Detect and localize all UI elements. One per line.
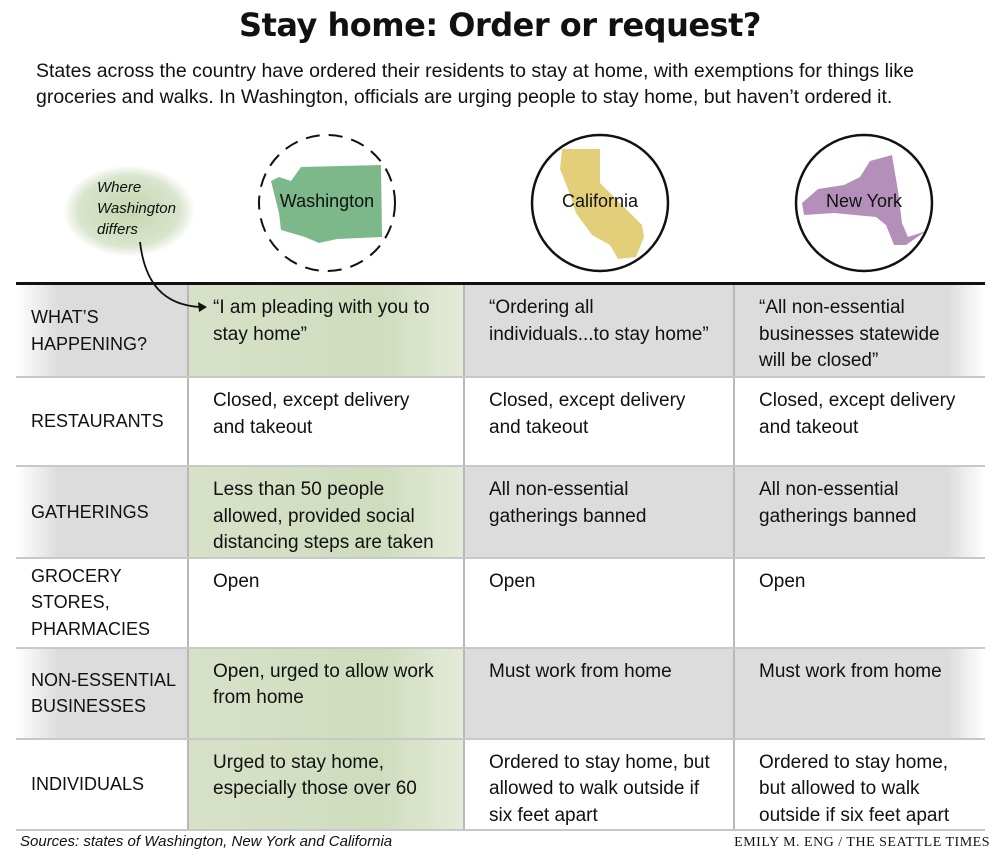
annotation-bubble [64, 166, 194, 256]
row-label: INDIVIDUALS [16, 738, 188, 831]
credit: EMILY M. ENG / THE SEATTLE TIMES [734, 835, 990, 850]
row-label: WHAT’S HAPPENING? [16, 285, 188, 378]
comparison-table: WHAT’S HAPPENING?“I am pleading with you… [16, 285, 985, 831]
sources: Sources: states of Washington, New York … [20, 833, 393, 850]
row-label: RESTAURANTS [16, 377, 188, 467]
new-york-map: New York [794, 133, 934, 273]
table-top-rule [16, 282, 985, 285]
california-cell: All non-essential gatherings banned [463, 466, 734, 559]
intro-text: States across the country have ordered t… [36, 60, 914, 108]
california-cell: “Ordering all individuals...to stay home… [463, 285, 734, 378]
washington-cell: Closed, except delivery and takeout [187, 377, 464, 467]
new-york-cell: “All non-essential businesses statewide … [733, 285, 985, 378]
new-york-cell: Must work from home [733, 647, 985, 740]
state-label-washington: Washington [279, 191, 375, 211]
washington-cell: Less than 50 people allowed, provided so… [187, 466, 464, 559]
washington-cell: Open, urged to allow work from home [187, 647, 464, 740]
california-cell: Closed, except delivery and takeout [463, 377, 734, 467]
row-label: NON-ESSENTIAL BUSINESSES [16, 647, 188, 740]
new-york-cell: All non-essential gatherings banned [733, 466, 985, 559]
california-cell: Open [463, 557, 734, 649]
washington-map: Washington [257, 133, 397, 273]
washington-shape-icon [258, 134, 396, 272]
california-map: California [530, 133, 670, 273]
table-row: WHAT’S HAPPENING?“I am pleading with you… [16, 285, 985, 378]
state-label-new-york: New York [825, 191, 903, 211]
california-cell: Must work from home [463, 647, 734, 740]
row-label: GATHERINGS [16, 466, 188, 559]
new-york-cell: Open [733, 557, 985, 649]
new-york-cell: Ordered to stay home, but allowed to wal… [733, 738, 985, 831]
new-york-shape-icon [794, 133, 934, 273]
new-york-cell: Closed, except delivery and takeout [733, 377, 985, 467]
headline: Stay home: Order or request? [239, 6, 761, 44]
washington-cell: Open [187, 557, 464, 649]
california-cell: Ordered to stay home, but allowed to wal… [463, 738, 734, 831]
california-shape-icon [530, 133, 670, 273]
row-label: GROCERY STORES, PHARMACIES [16, 557, 188, 649]
state-label-california: California [561, 191, 639, 211]
annotation-text: Where Washington differs [97, 179, 176, 238]
washington-cell: Urged to stay home, especially those ove… [187, 738, 464, 831]
washington-cell: “I am pleading with you to stay home” [187, 285, 464, 378]
